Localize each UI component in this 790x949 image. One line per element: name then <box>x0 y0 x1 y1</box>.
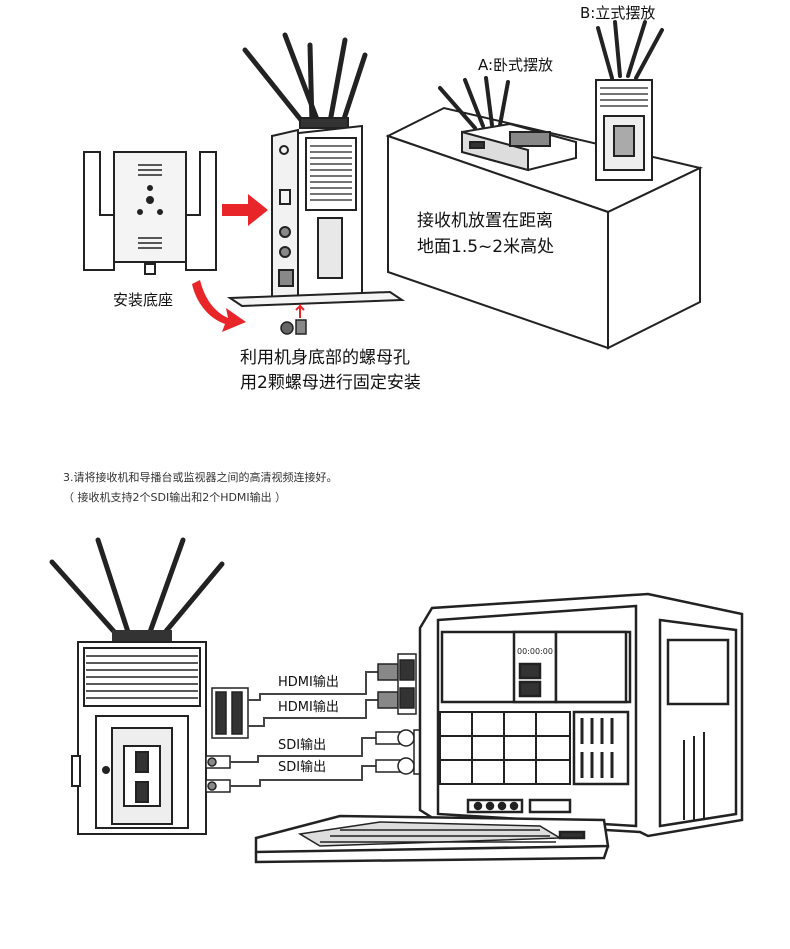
label-horizontal-placement: A:卧式摆放 <box>478 56 554 74</box>
base-label: 安装底座 <box>113 291 174 309</box>
nut-note-line1: 利用机身底部的螺母孔 <box>240 348 410 368</box>
receiver-standing <box>226 32 406 308</box>
step3-note: （ 接收机支持2个SDI输出和2个HDMI输出 ） <box>63 491 287 504</box>
step3-instruction: 3.请将接收机和导播台或监视器之间的高清视频连接好。 <box>63 471 338 484</box>
receiver-hdmi-ports <box>211 687 249 739</box>
monitor-connectors <box>375 653 423 775</box>
placement-note-line1: 接收机放置在距离 <box>417 211 553 231</box>
receiver-horizontal <box>438 76 577 172</box>
receiver-sdi-ports <box>205 755 231 793</box>
cables <box>230 671 378 787</box>
sdi-output-label-1: SDI输出 <box>278 738 327 753</box>
portable-switcher <box>254 592 744 864</box>
monitor-timecode: 00:00:00 <box>517 647 553 656</box>
receiver-vertical <box>595 20 664 181</box>
red-arrow-curved-icon <box>192 280 246 332</box>
red-arrow-right-icon <box>222 194 268 226</box>
hdmi-output-label-1: HDMI输出 <box>278 675 339 690</box>
receiver-antennas <box>49 537 225 639</box>
nut-note-line2: 用2颗螺母进行固定安装 <box>240 373 421 393</box>
nut-icons <box>280 303 307 335</box>
receiver-back <box>71 641 207 835</box>
sdi-output-label-2: SDI输出 <box>278 760 327 775</box>
top-illustration <box>83 20 703 350</box>
label-vertical-placement: B:立式摆放 <box>580 4 656 22</box>
mounting-base <box>83 151 217 275</box>
hdmi-output-label-2: HDMI输出 <box>278 700 339 715</box>
placement-note-line2: 地面1.5~2米高处 <box>417 237 555 257</box>
